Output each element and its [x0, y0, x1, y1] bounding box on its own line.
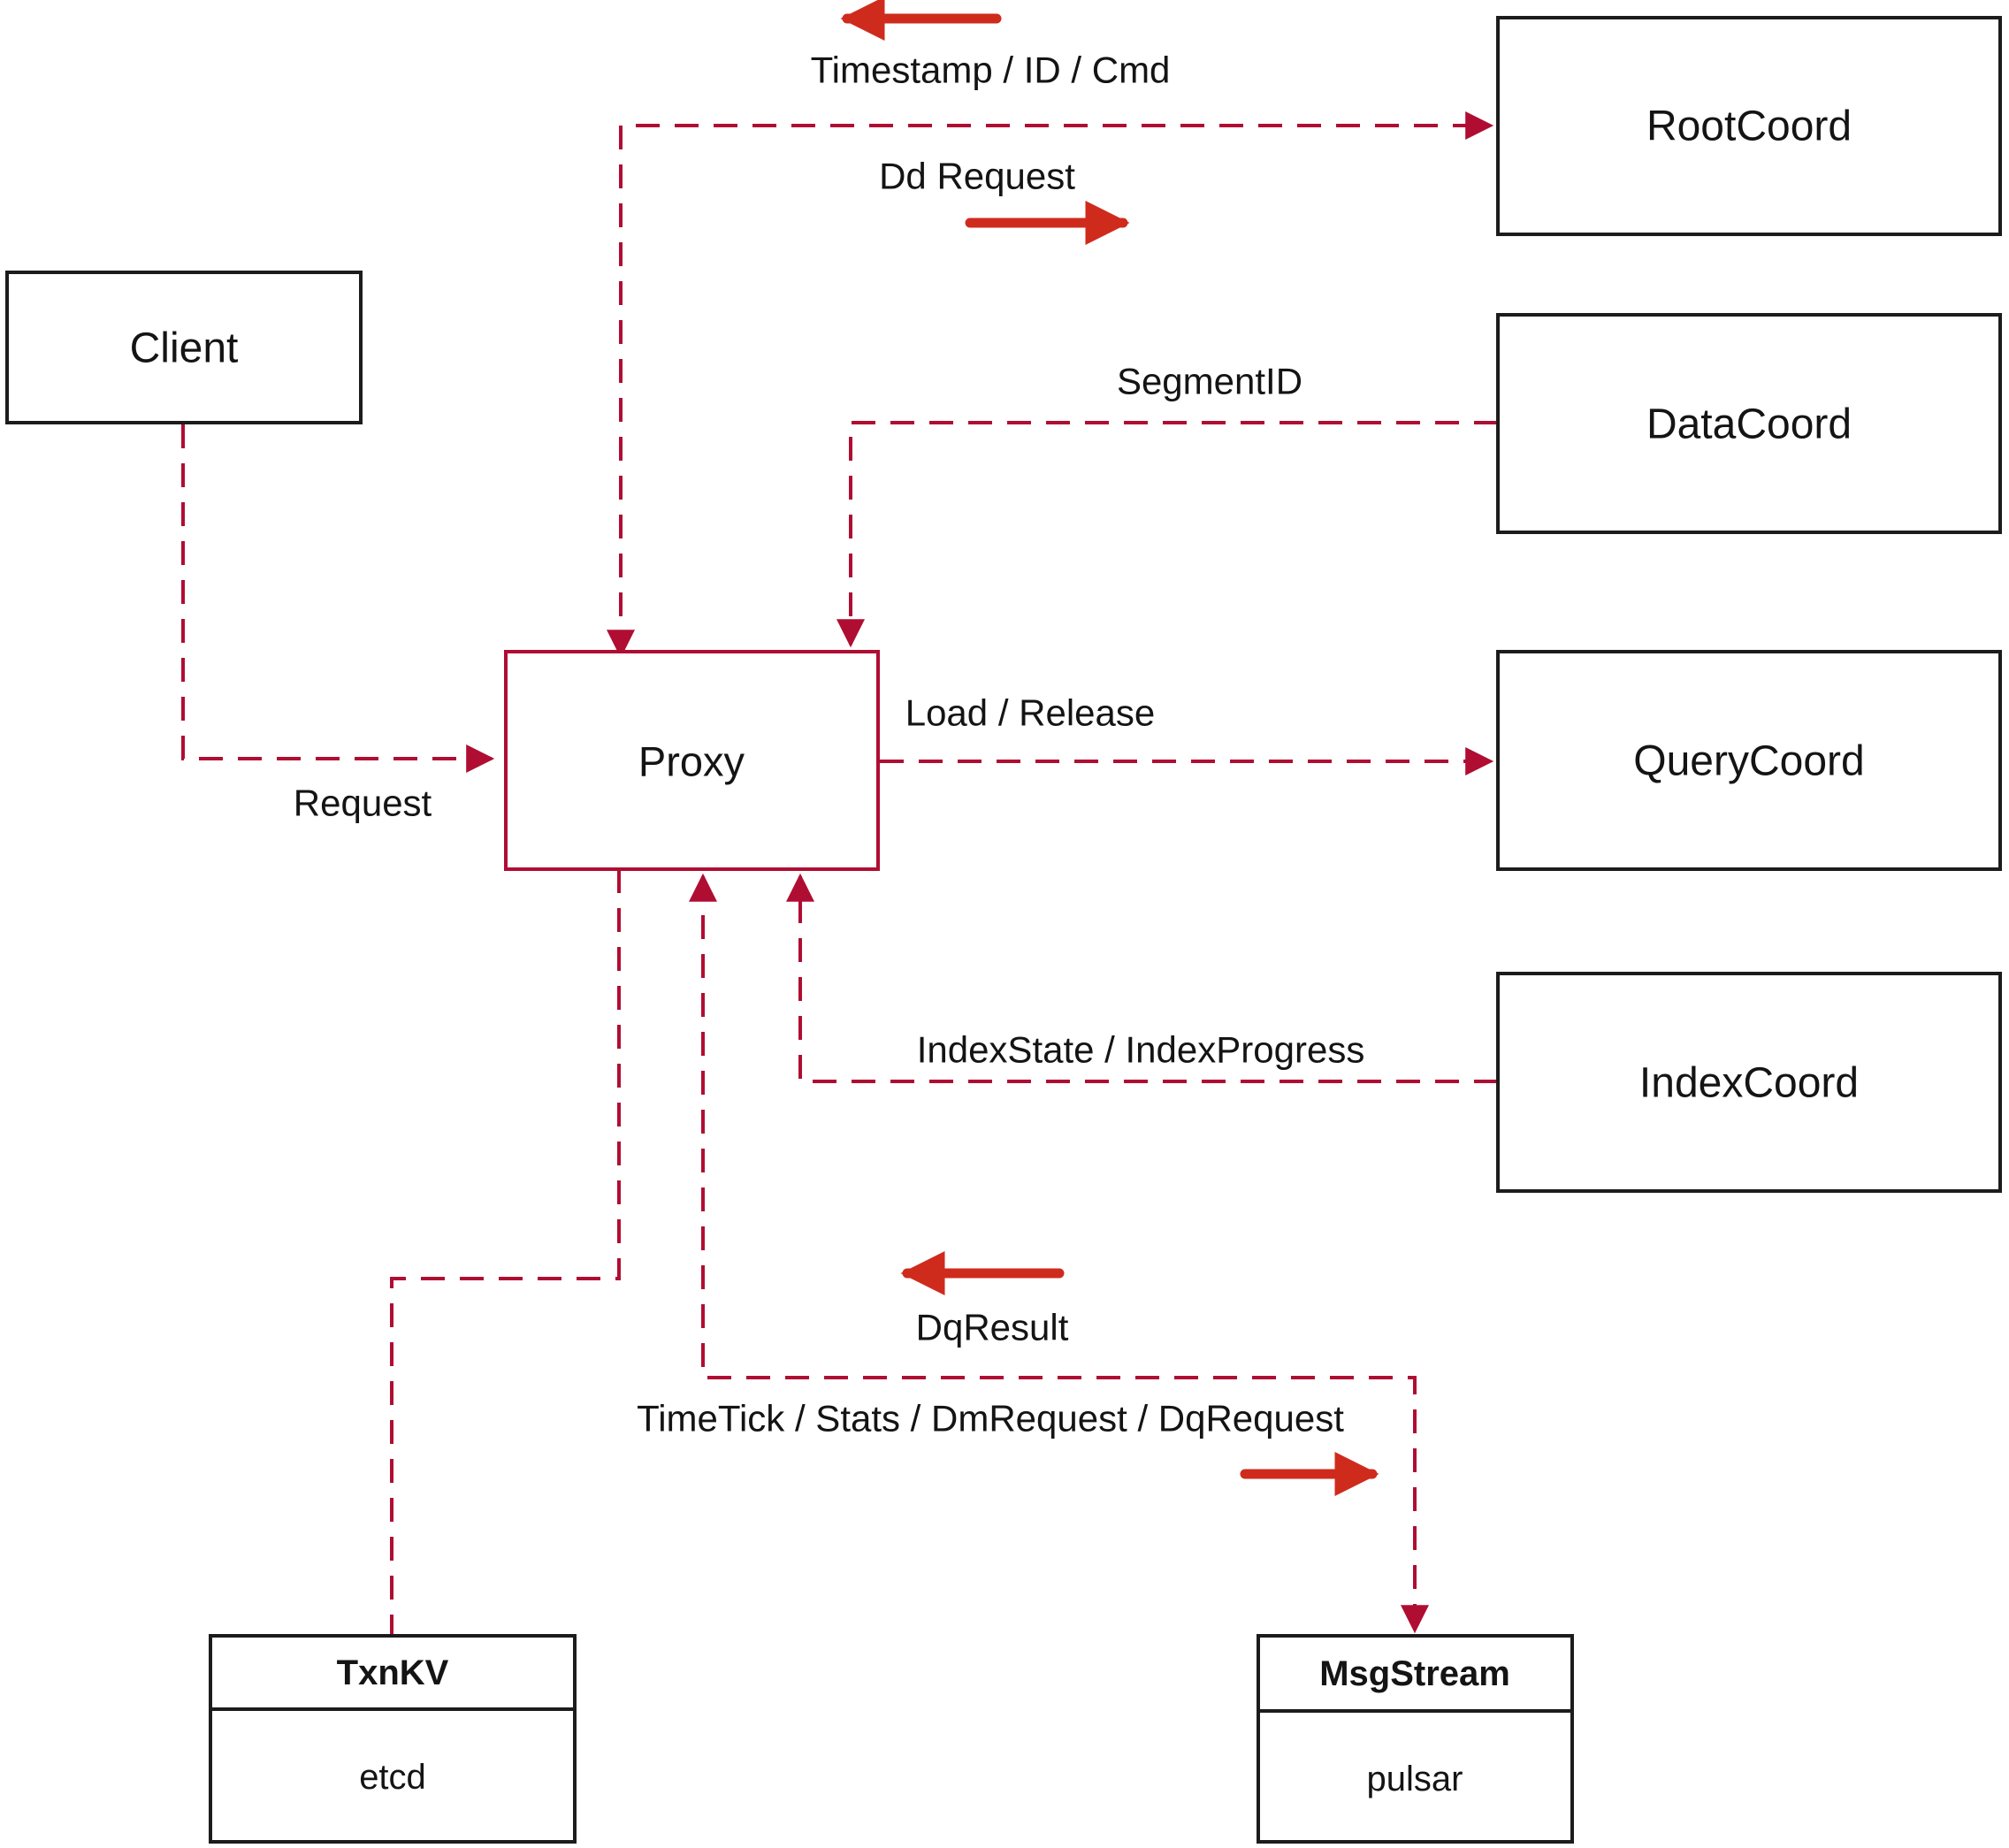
edge-datacoord-to-proxy: [836, 421, 1498, 648]
node-msgstream: MsgStream pulsar: [1257, 1634, 1574, 1844]
indexcoord-box: [1496, 972, 2002, 1193]
label-load-release: Load / Release: [905, 692, 1156, 734]
querycoord-box: [1496, 650, 2002, 871]
rootcoord-box: [1496, 16, 2002, 236]
client-label: Client: [130, 325, 239, 372]
client-box: [5, 271, 363, 424]
txnkv-impl: etcd: [359, 1758, 426, 1797]
direction-arrows: [840, 0, 1379, 1496]
edge-proxy-rootcoord: [607, 111, 1494, 659]
edge-proxy-msgstream: [689, 873, 1429, 1634]
msgstream-impl: pulsar: [1367, 1760, 1463, 1798]
node-querycoord: QueryCoord: [1496, 650, 2002, 871]
proxy-label: Proxy: [638, 738, 745, 785]
txnkv-box: [209, 1634, 577, 1844]
edge-proxy-txnkv: [390, 869, 621, 1636]
querycoord-label: QueryCoord: [1633, 738, 1864, 785]
datacoord-box: [1496, 313, 2002, 534]
node-datacoord: DataCoord: [1496, 313, 2002, 534]
indexcoord-label: IndexCoord: [1639, 1060, 1859, 1107]
label-timestamp-id-cmd: Timestamp / ID / Cmd: [811, 50, 1171, 91]
label-index-state: IndexState / IndexProgress: [917, 1029, 1365, 1071]
edge-client-to-proxy: [181, 424, 495, 773]
edge-labels: Timestamp / ID / Cmd Dd Request SegmentI…: [294, 50, 1365, 1439]
msgstream-title: MsgStream: [1319, 1654, 1510, 1693]
proxy-box: [504, 650, 880, 871]
node-client: Client: [5, 271, 363, 424]
label-dd-request: Dd Request: [879, 156, 1075, 197]
rootcoord-label: RootCoord: [1646, 103, 1852, 150]
label-request: Request: [294, 783, 432, 824]
datacoord-label: DataCoord: [1646, 401, 1852, 448]
label-segment-id: SegmentID: [1117, 361, 1302, 402]
node-txnkv: TxnKV etcd: [209, 1634, 577, 1844]
msgstream-box: [1257, 1634, 1574, 1844]
node-proxy: Proxy: [504, 650, 880, 871]
txnkv-title: TxnKV: [337, 1653, 449, 1692]
label-dq-result: DqResult: [916, 1307, 1069, 1348]
label-time-tick: TimeTick / Stats / DmRequest / DqRequest: [637, 1398, 1344, 1439]
edges: [181, 111, 1498, 1636]
node-rootcoord: RootCoord: [1496, 16, 2002, 236]
node-indexcoord: IndexCoord: [1496, 972, 2002, 1193]
